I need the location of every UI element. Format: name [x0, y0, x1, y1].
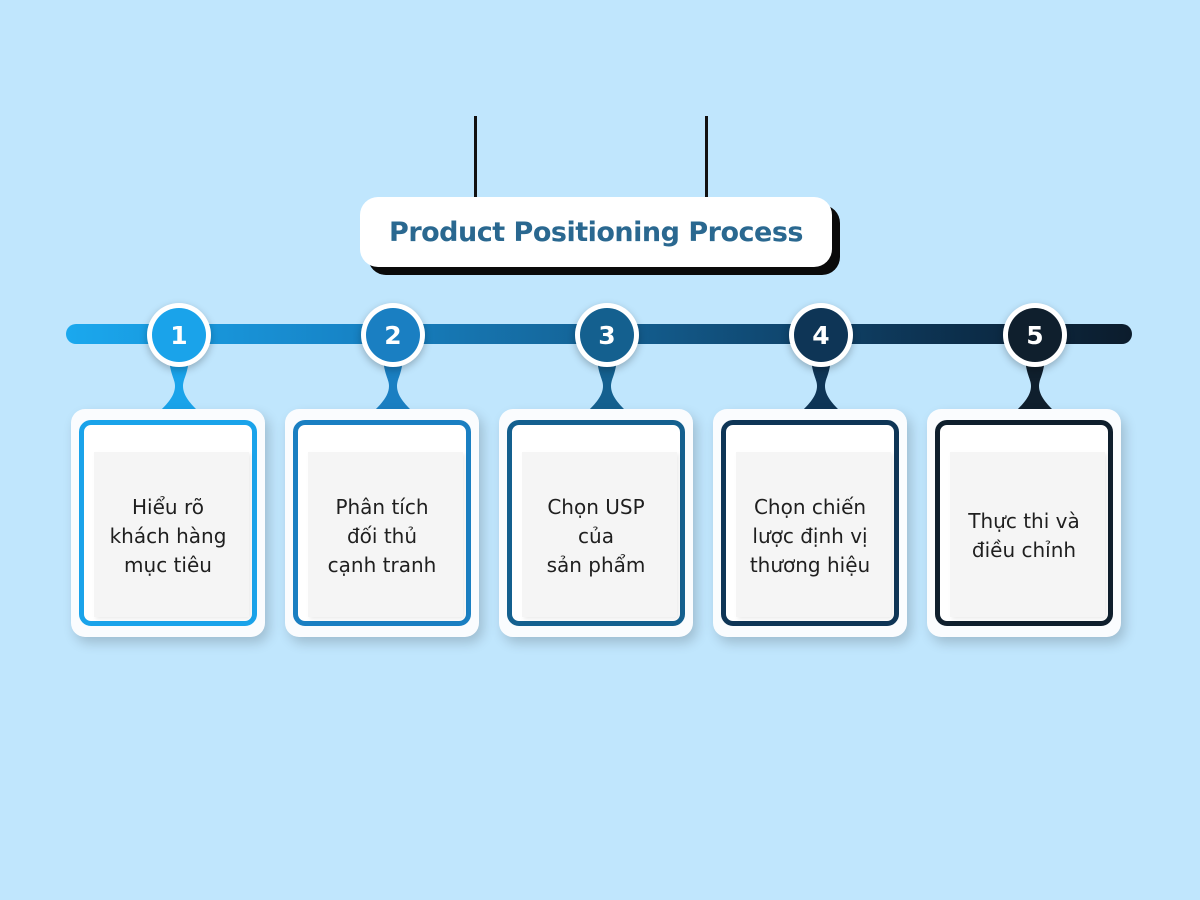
- step-card-panel: [308, 452, 463, 617]
- step-number: 4: [794, 308, 848, 362]
- step-number: 2: [366, 308, 420, 362]
- step-card: Chọn USP của sản phẩm: [499, 409, 693, 637]
- step-number-badge: 3: [575, 303, 639, 367]
- connector-shape: [159, 352, 199, 412]
- step-number-badge: 2: [361, 303, 425, 367]
- step-label: Thực thi và điều chỉnh: [968, 509, 1080, 562]
- step-number: 5: [1008, 308, 1062, 362]
- step-card: Thực thi và điều chỉnh: [927, 409, 1121, 637]
- node-connector: [587, 352, 627, 412]
- connector-shape: [373, 352, 413, 412]
- step-card-panel: [522, 452, 677, 617]
- step-label: Chọn USP của sản phẩm: [546, 494, 646, 577]
- step-card-panel: [94, 452, 249, 617]
- step-3: Chọn USP của sản phẩm 3: [499, 0, 715, 900]
- diagram-title: Product Positioning Process: [389, 216, 803, 248]
- connector-shape: [801, 352, 841, 412]
- step-card: Chọn chiến lược định vị thương hiệu: [713, 409, 907, 637]
- step-card-panel: [736, 452, 891, 617]
- step-1: Hiểu rõ khách hàng mục tiêu 1: [71, 0, 287, 900]
- step-card: Phân tích đối thủ cạnh tranh: [285, 409, 479, 637]
- node-connector: [373, 352, 413, 412]
- step-number-badge: 4: [789, 303, 853, 367]
- step-card-panel: [950, 452, 1105, 617]
- step-number-badge: 5: [1003, 303, 1067, 367]
- step-number: 1: [152, 308, 206, 362]
- step-number: 3: [580, 308, 634, 362]
- step-5: Thực thi và điều chỉnh 5: [927, 0, 1143, 900]
- node-connector: [801, 352, 841, 412]
- node-connector: [1015, 352, 1055, 412]
- node-connector: [159, 352, 199, 412]
- title-board: Product Positioning Process: [360, 197, 832, 267]
- step-number-badge: 1: [147, 303, 211, 367]
- step-label: Phân tích đối thủ cạnh tranh: [327, 494, 437, 577]
- step-label: Hiểu rõ khách hàng mục tiêu: [109, 494, 227, 577]
- step-label: Chọn chiến lược định vị thương hiệu: [749, 494, 871, 577]
- step-card: Hiểu rõ khách hàng mục tiêu: [71, 409, 265, 637]
- connector-shape: [1015, 352, 1055, 412]
- connector-shape: [587, 352, 627, 412]
- step-2: Phân tích đối thủ cạnh tranh 2: [285, 0, 501, 900]
- step-4: Chọn chiến lược định vị thương hiệu 4: [713, 0, 929, 900]
